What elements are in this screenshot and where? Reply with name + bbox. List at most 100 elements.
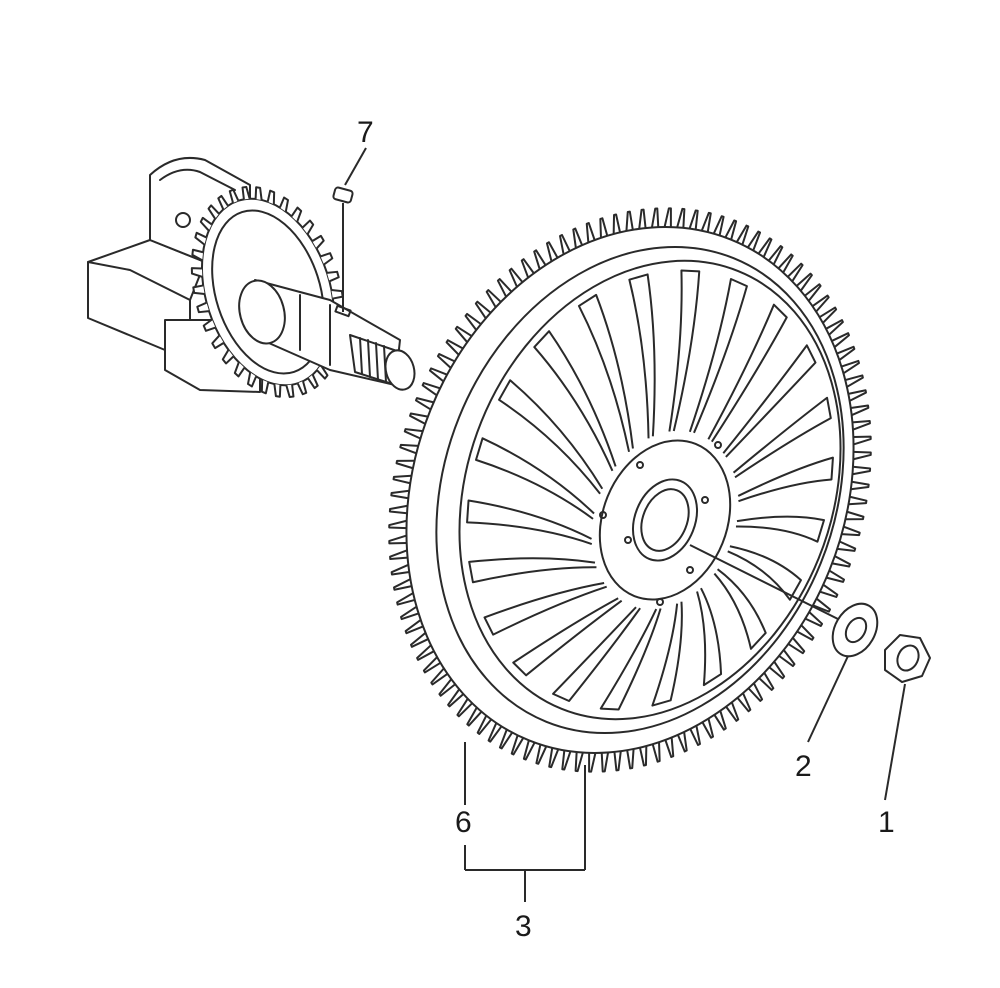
- fan-blade: [577, 293, 634, 453]
- gear-tooth: [278, 196, 290, 212]
- gear-tooth: [217, 194, 229, 210]
- gear-tooth: [409, 412, 429, 425]
- gear-tooth: [561, 750, 572, 771]
- gear-tooth: [700, 211, 712, 233]
- gear-tooth: [757, 237, 773, 258]
- washer: [831, 602, 879, 658]
- fan-blade: [713, 568, 767, 650]
- gear-tooth: [837, 540, 857, 552]
- fan-blade: [533, 330, 617, 472]
- fan-blade: [599, 608, 662, 711]
- gear-tooth: [811, 294, 830, 313]
- fan-blade: [722, 344, 817, 458]
- gear-tooth: [599, 217, 609, 238]
- fan-blade: [552, 606, 641, 702]
- gear-tooth: [676, 731, 688, 753]
- fan-blade: [475, 437, 595, 520]
- fan-blade: [688, 278, 748, 434]
- gear-tooth: [390, 489, 410, 500]
- gear-tooth: [725, 701, 740, 722]
- gear-tooth: [393, 578, 412, 591]
- callout-6: 6: [455, 806, 472, 839]
- fan-blade: [668, 269, 701, 432]
- callout-3: 3: [515, 910, 532, 943]
- gear-tooth: [850, 480, 870, 491]
- gear-tooth: [804, 283, 822, 302]
- gear-tooth: [572, 227, 584, 249]
- gear-tooth: [795, 272, 813, 292]
- gear-tooth: [548, 747, 560, 769]
- gear-tooth: [388, 504, 408, 515]
- gear-tooth: [758, 672, 775, 691]
- gear-tooth: [626, 748, 635, 770]
- gear-tooth: [496, 278, 513, 298]
- gear-tooth: [422, 656, 441, 674]
- gear-tooth: [826, 569, 846, 583]
- gear-tooth: [836, 345, 856, 361]
- gear-tooth: [778, 649, 796, 668]
- gear-tooth: [612, 213, 622, 235]
- gear-tooth: [841, 525, 861, 537]
- gear-tooth: [221, 349, 235, 365]
- gear-tooth: [796, 624, 815, 641]
- gear-tooth: [853, 435, 872, 446]
- gear-tooth: [456, 698, 473, 718]
- gear-tooth: [211, 334, 225, 350]
- gear-tooth: [845, 510, 865, 521]
- gear-tooth: [735, 224, 750, 245]
- gear-tooth: [767, 245, 784, 265]
- fan-blade: [707, 303, 788, 443]
- fan-blade: [466, 499, 593, 546]
- gear-tooth: [202, 318, 216, 332]
- crankshaft-assembly: [87, 156, 416, 398]
- gear-tooth: [389, 549, 408, 561]
- gear-tooth: [777, 253, 794, 273]
- gear-tooth: [600, 752, 610, 773]
- gear-tooth: [392, 474, 412, 485]
- gear-tooth: [812, 597, 832, 613]
- gear-tooth: [396, 592, 416, 606]
- gear-tooth: [841, 359, 860, 375]
- gear-tooth: [199, 216, 213, 232]
- gear-tooth: [436, 353, 456, 369]
- gear-tooth: [638, 745, 648, 767]
- gear-tooth: [191, 248, 204, 262]
- gear-tooth: [474, 300, 492, 319]
- gear-tooth: [476, 715, 493, 735]
- gear-tooth: [421, 382, 441, 397]
- gear-tooth: [260, 379, 270, 395]
- gear-tooth: [290, 206, 303, 223]
- gear-tooth: [508, 267, 524, 288]
- gear-tooth: [311, 234, 325, 250]
- gear-tooth: [233, 361, 246, 378]
- gear-tooth: [192, 284, 205, 296]
- callout-7: 7: [357, 116, 374, 149]
- gear-tooth: [613, 751, 622, 772]
- gear-tooth: [447, 688, 465, 708]
- gear-tooth: [651, 742, 661, 763]
- gear-tooth: [831, 332, 850, 348]
- gear-tooth: [701, 718, 715, 739]
- gear-tooth: [831, 555, 851, 568]
- callout-2: 2: [795, 750, 812, 783]
- gear-tooth: [390, 563, 410, 576]
- callout-1: 1: [878, 806, 895, 839]
- gear-tooth: [307, 374, 319, 390]
- gear-tooth: [320, 252, 334, 266]
- gear-tooth: [844, 374, 864, 388]
- gear-tooth: [388, 519, 407, 530]
- fan-blade: [468, 557, 597, 584]
- gear-tooth: [535, 744, 548, 765]
- gear-tooth: [428, 367, 448, 383]
- gear-tooth: [713, 710, 727, 731]
- gear-tooth: [246, 372, 258, 388]
- gear-tooth: [520, 258, 535, 279]
- gear-tooth: [585, 222, 596, 243]
- gear-tooth: [724, 219, 738, 240]
- gear-tooth: [498, 729, 514, 750]
- gear-tooth: [228, 188, 240, 204]
- fan-blade: [727, 545, 802, 601]
- gear-tooth: [273, 383, 282, 398]
- gear-tooth: [510, 735, 525, 756]
- fan-blade: [696, 587, 723, 687]
